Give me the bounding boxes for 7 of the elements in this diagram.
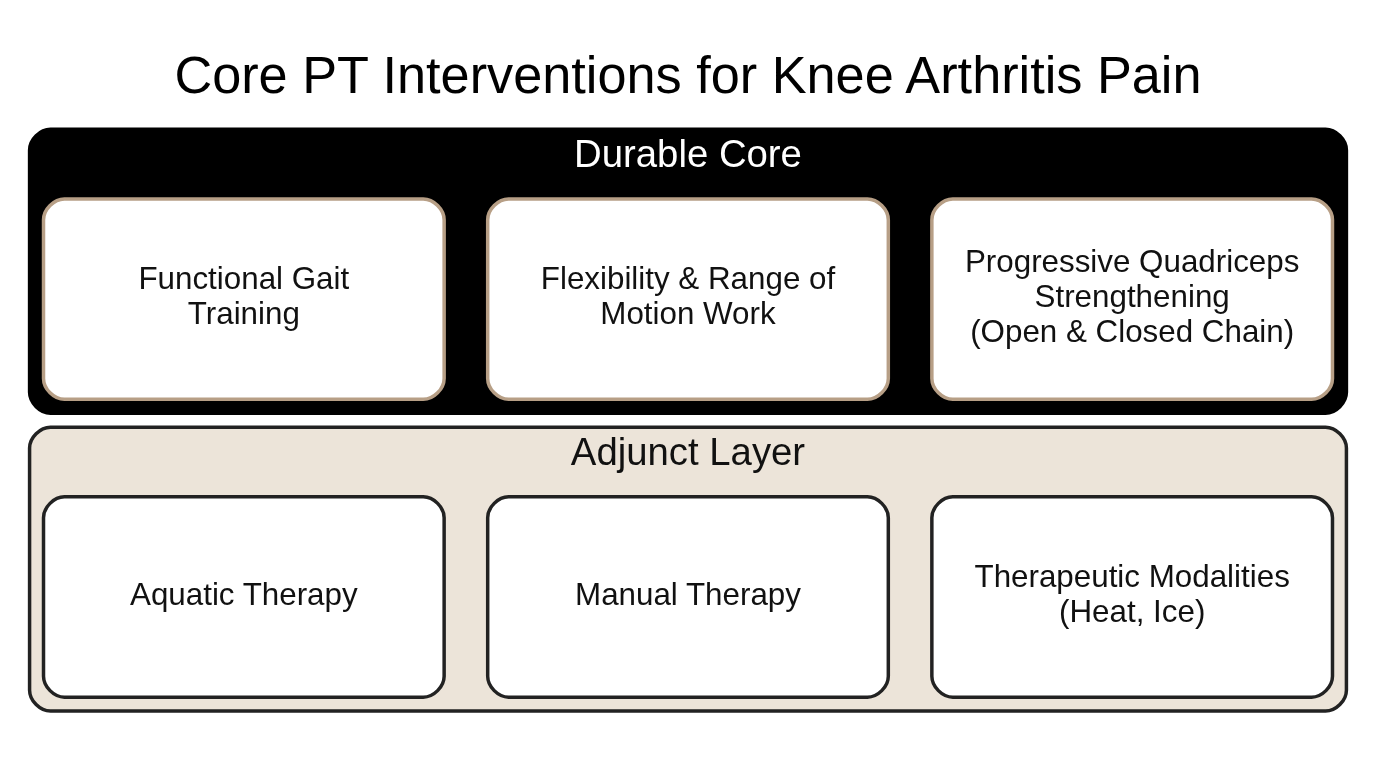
node-box: Aquatic Therapy [41, 494, 446, 699]
node-box: Functional Gait Training [41, 196, 446, 401]
node-box: Therapeutic Modalities (Heat, Ice) [930, 494, 1335, 699]
diagram-title: Core PT Interventions for Knee Arthritis Pain [174, 45, 1202, 104]
node-box: Manual Therapy [485, 494, 891, 699]
node-box: Flexibility & Range of Motion Work [485, 196, 891, 401]
node-box: Progressive Quadriceps Strengthening (Open & Closed Chain) [930, 196, 1335, 401]
